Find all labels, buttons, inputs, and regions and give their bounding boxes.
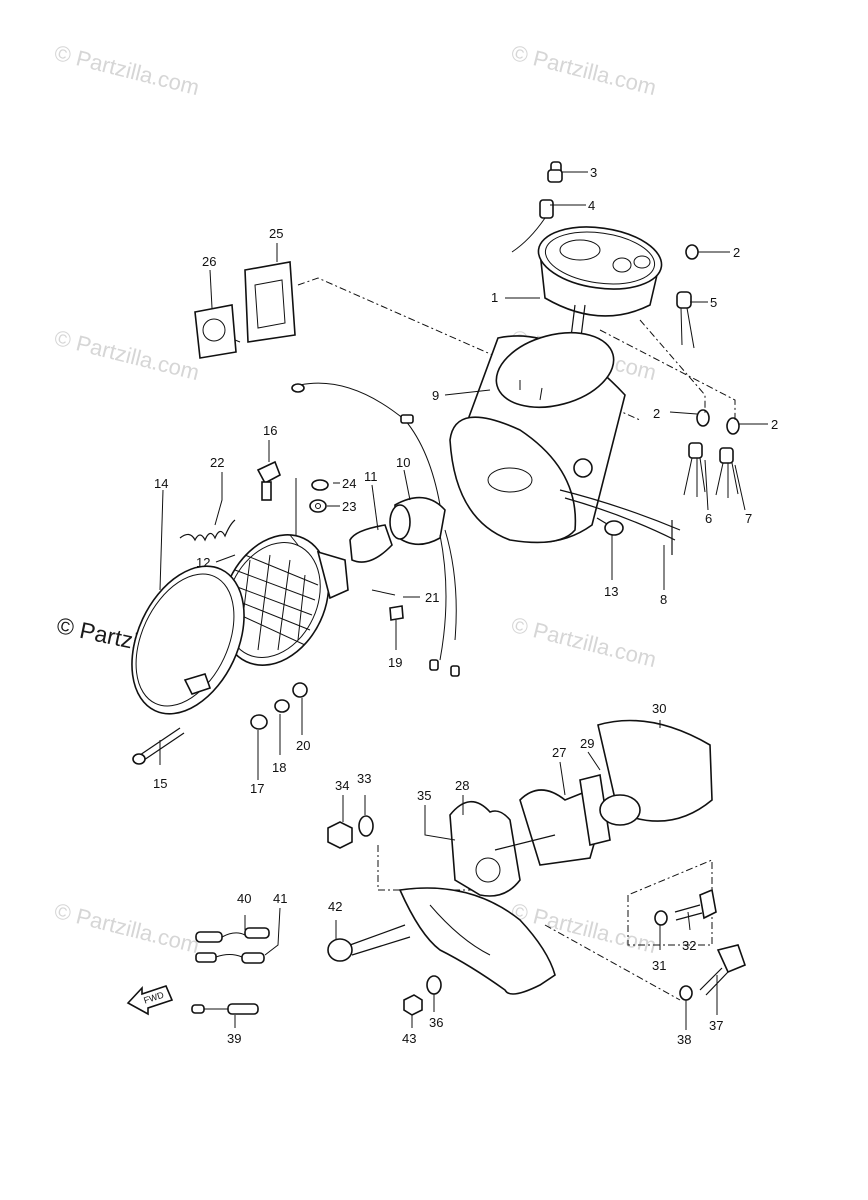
label-part-4: 4 [588, 198, 595, 213]
label-part-26: 26 [202, 254, 216, 269]
label-part-25: 25 [269, 226, 283, 241]
mount-part [327, 887, 556, 995]
label-part-37: 37 [709, 1018, 723, 1033]
label-part-7: 7 [745, 511, 752, 526]
speedometer-part [537, 226, 663, 431]
label-part-22: 22 [210, 455, 224, 470]
label-part-3: 3 [590, 165, 597, 180]
screw-part [132, 727, 185, 765]
label-part-13: 13 [604, 584, 618, 599]
label-part-29: 29 [580, 736, 594, 751]
label-part-19: 19 [388, 655, 402, 670]
nut-part [309, 479, 329, 513]
label-part-2: 2 [733, 245, 740, 260]
nut-part [403, 975, 442, 1016]
label-part-16: 16 [263, 423, 277, 438]
terminal-part [191, 927, 270, 1015]
label-part-41: 41 [273, 891, 287, 906]
label-part-33: 33 [357, 771, 371, 786]
bracket-part [449, 719, 713, 897]
label-part-24: 24 [342, 476, 356, 491]
headlight-rim-part [131, 565, 245, 715]
label-part-9: 9 [432, 388, 439, 403]
label-part-42: 42 [328, 899, 342, 914]
label-part-30: 30 [652, 701, 666, 716]
headlight-unit-part [220, 534, 349, 666]
meter-cover-part [194, 261, 296, 359]
label-part-21: 21 [425, 590, 439, 605]
label-part-23: 23 [342, 499, 356, 514]
label-part-32: 32 [682, 938, 696, 953]
label-part-31: 31 [652, 958, 666, 973]
label-part-1: 1 [491, 290, 498, 305]
label-part-11: 11 [364, 469, 378, 484]
label-part-27: 27 [552, 745, 566, 760]
headlight-housing-part [449, 331, 681, 544]
label-part-39: 39 [227, 1031, 241, 1046]
label-part-8: 8 [660, 592, 667, 607]
label-part-20: 20 [296, 738, 310, 753]
label-part-15: 15 [153, 776, 167, 791]
label-part-43: 43 [402, 1031, 416, 1046]
part-number-labels: 1 2 2 2 3 4 5 6 7 8 9 10 11 12 13 14 15 … [153, 165, 778, 1047]
headlight-bulb-part [291, 382, 460, 677]
leader-lines [159, 171, 768, 1030]
label-part-2: 2 [771, 417, 778, 432]
bolt-part [256, 460, 282, 501]
label-part-38: 38 [677, 1032, 691, 1047]
label-part-2: 2 [653, 406, 660, 421]
forward-arrow-icon: FWD [126, 985, 174, 1016]
label-part-34: 34 [335, 778, 349, 793]
bulb-part [511, 161, 563, 253]
label-part-12: 12 [196, 555, 210, 570]
label-part-17: 17 [250, 781, 264, 796]
socket-part [676, 244, 740, 498]
screw-part [596, 517, 624, 536]
washer-part [250, 682, 308, 730]
label-part-35: 35 [417, 788, 431, 803]
label-part-40: 40 [237, 891, 251, 906]
label-part-28: 28 [455, 778, 469, 793]
label-part-36: 36 [429, 1015, 443, 1030]
clip-part [371, 589, 404, 621]
label-part-5: 5 [710, 295, 717, 310]
bolt-part [654, 888, 747, 1001]
label-part-10: 10 [396, 455, 410, 470]
nut-part [327, 815, 374, 849]
label-part-18: 18 [272, 760, 286, 775]
label-part-6: 6 [705, 511, 712, 526]
label-part-14: 14 [154, 476, 168, 491]
spring-part [179, 519, 236, 542]
